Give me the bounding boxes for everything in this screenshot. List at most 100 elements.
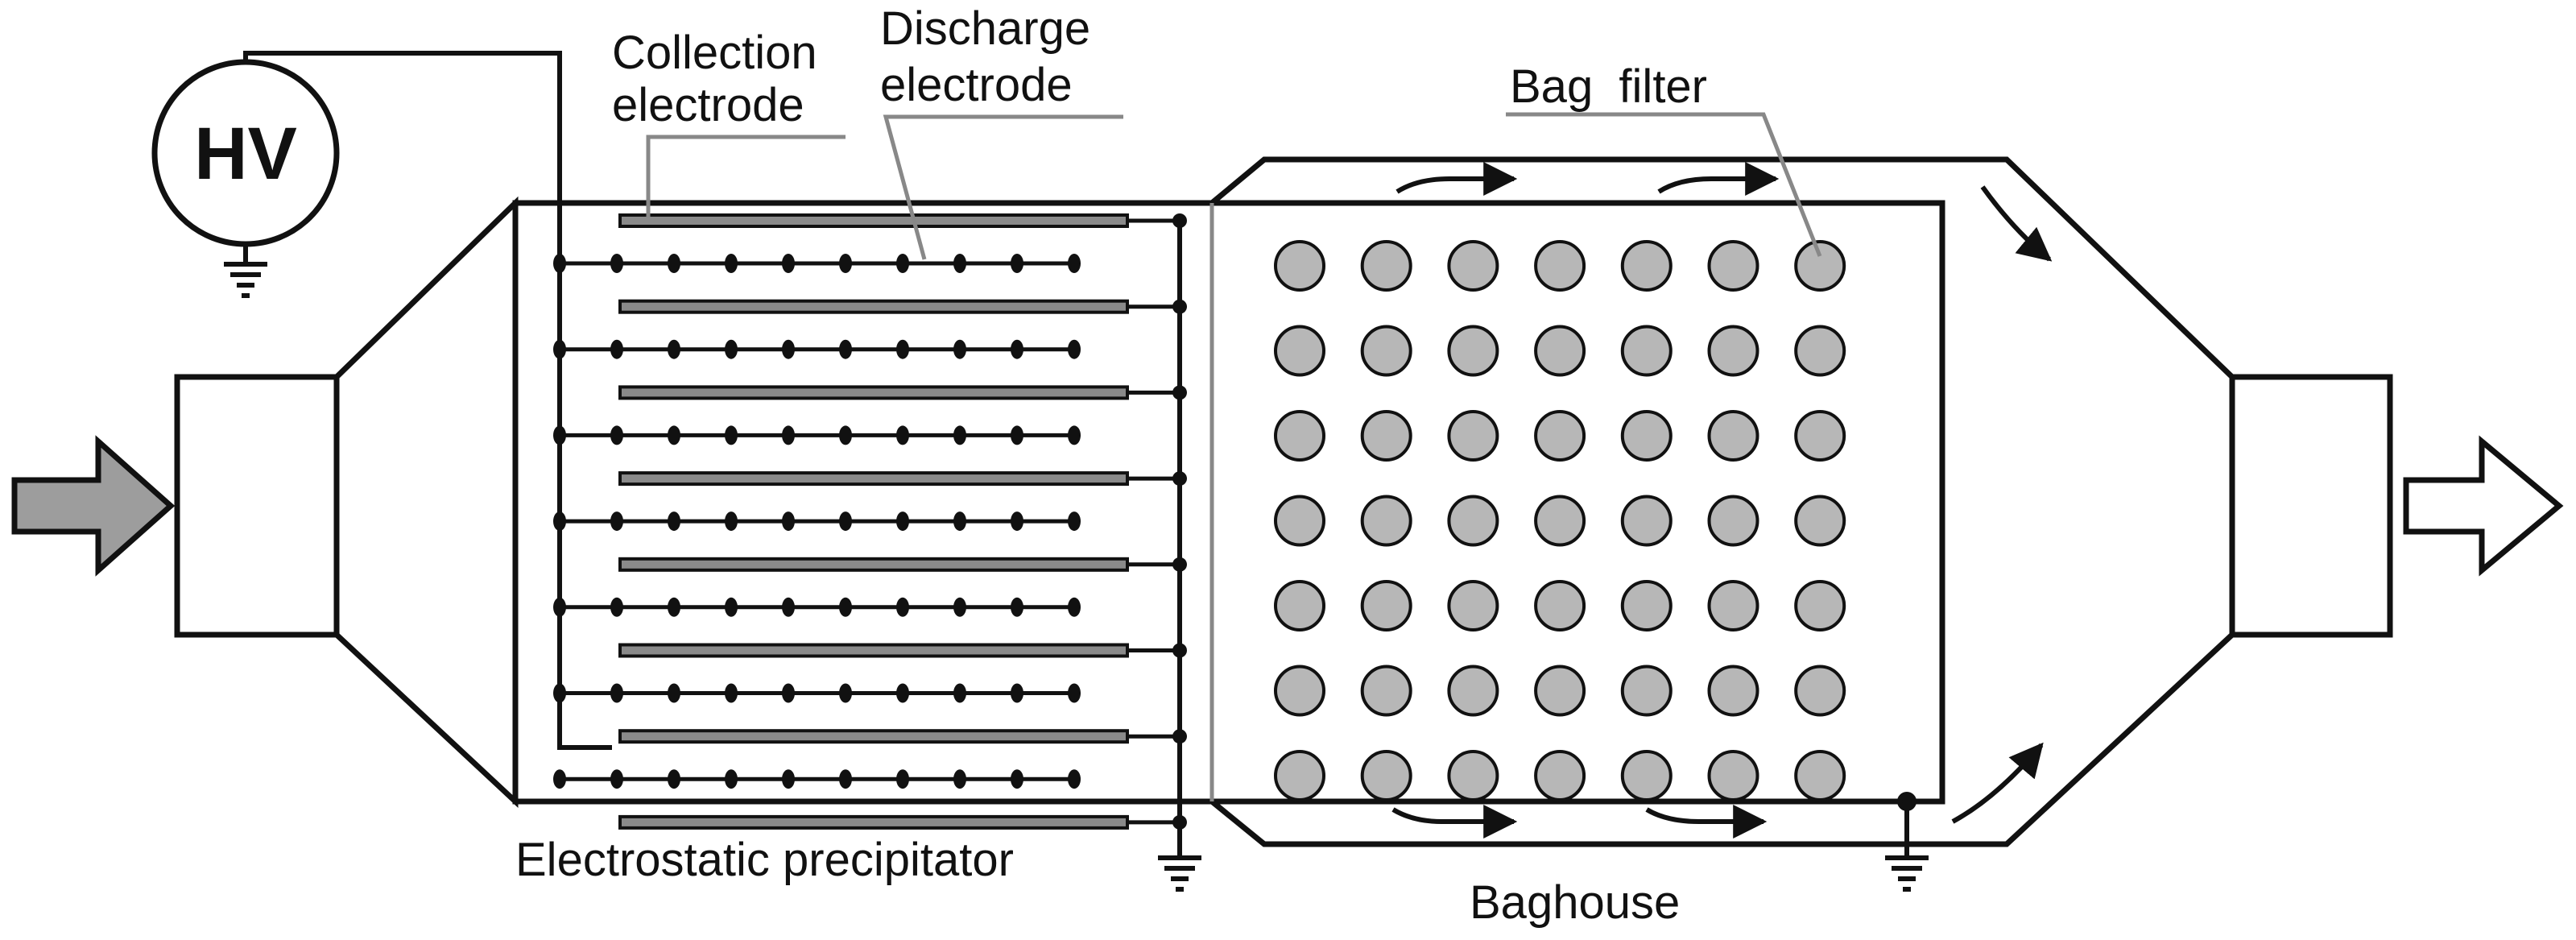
bag-filter-cylinder <box>1360 495 1412 547</box>
plate-bus-node <box>1172 213 1187 228</box>
discharge-electrode-label-2: electrode <box>880 59 1073 111</box>
discharge-bead <box>1068 425 1081 445</box>
bag-filter-cylinder <box>1447 240 1499 292</box>
bag-filter-cylinder <box>1620 240 1673 292</box>
hv-source: HV <box>151 51 612 750</box>
discharge-bead <box>896 683 909 703</box>
discharge-bead <box>725 425 738 445</box>
discharge-bead <box>896 769 909 789</box>
discharge-bead <box>1068 339 1081 359</box>
discharge-bead <box>896 511 909 532</box>
discharge-bead <box>1011 683 1023 703</box>
discharge-bead <box>896 425 909 445</box>
discharge-bead <box>896 597 909 617</box>
discharge-bead <box>725 339 738 359</box>
bag-filter-cylinder <box>1534 410 1586 462</box>
discharge-bead <box>725 769 738 789</box>
bag-filter-cylinder <box>1620 495 1673 547</box>
bag-filter-cylinder <box>1620 410 1673 462</box>
bag-filter-cylinder <box>1274 495 1325 547</box>
bag-filter-cylinder <box>1794 750 1846 801</box>
discharge-bead <box>953 769 966 789</box>
discharge-bead <box>1068 683 1081 703</box>
collection-plate <box>618 643 1129 658</box>
electrostatic-precipitator-section <box>553 213 1187 830</box>
discharge-bead <box>782 339 795 359</box>
discharge-bead <box>610 425 623 445</box>
bag-filter-cylinder <box>1360 665 1412 717</box>
bag-filter-cylinder <box>1707 410 1759 462</box>
label-leaders <box>646 112 1822 260</box>
inlet-taper <box>334 196 519 809</box>
bag-filter-cylinder <box>1447 750 1499 801</box>
bag-filter-cylinder <box>1620 325 1673 377</box>
discharge-bead <box>953 339 966 359</box>
esp-ground-icon <box>1158 855 1201 892</box>
bag-filter-cylinder <box>1707 580 1759 631</box>
discharge-bead <box>839 511 852 532</box>
discharge-bead <box>553 769 566 789</box>
bag-filter-cylinder <box>1360 580 1412 631</box>
discharge-bead <box>668 683 680 703</box>
collection-plate <box>618 471 1129 487</box>
discharge-bead <box>1011 425 1023 445</box>
discharge-bead <box>839 597 852 617</box>
discharge-bead <box>1011 511 1023 532</box>
baghouse-label: Baghouse <box>1470 876 1680 929</box>
hv-ground-icon <box>224 244 267 298</box>
flow-arrow-top-2 <box>1657 162 1780 196</box>
bag-filter-cylinder <box>1794 495 1846 547</box>
flow-arrow-bottom-2 <box>1645 805 1768 839</box>
bag-filter-grid <box>1274 240 1846 801</box>
outlet-arrow <box>2403 435 2564 577</box>
hv-lead-wire <box>243 51 612 750</box>
collection-plate <box>618 814 1129 830</box>
discharge-bead <box>1068 254 1081 273</box>
discharge-bead <box>668 769 680 789</box>
main-chamber <box>512 200 1945 805</box>
discharge-electrode-label-1: Discharge <box>880 2 1090 55</box>
bag-filter-cylinder <box>1534 665 1586 717</box>
discharge-bead <box>953 511 966 532</box>
collection-leader <box>646 135 846 217</box>
flow-arrow-bottom-1 <box>1391 805 1518 839</box>
bag-filter-cylinder <box>1794 410 1846 462</box>
bag-filter-cylinder <box>1707 495 1759 547</box>
bag-filter-cylinder <box>1794 580 1846 631</box>
flow-arrow-top-1 <box>1396 162 1518 196</box>
collection-electrode-label-1: Collection <box>612 27 817 79</box>
discharge-bead <box>953 597 966 617</box>
inlet-arrow <box>11 435 176 577</box>
housing <box>174 156 2393 847</box>
discharge-bead <box>610 683 623 703</box>
discharge-bead <box>839 425 852 445</box>
discharge-bead <box>725 511 738 532</box>
bag-filter-cylinder <box>1620 665 1673 717</box>
bag-filter-cylinder <box>1794 665 1846 717</box>
labels: Collection electrode Discharge electrode… <box>515 2 1707 929</box>
bag-filter-cylinder <box>1274 580 1325 631</box>
bag-filter-cylinder <box>1274 325 1325 377</box>
bag-filter-cylinder <box>1534 240 1586 292</box>
flow-arrow-top-right <box>1980 185 2053 262</box>
bag-filter-leader <box>1506 112 1822 257</box>
discharge-bead <box>782 597 795 617</box>
discharge-bead <box>610 769 623 789</box>
discharge-bead <box>668 339 680 359</box>
discharge-bead <box>725 597 738 617</box>
discharge-bead <box>668 511 680 532</box>
discharge-bead <box>782 425 795 445</box>
discharge-bead <box>953 683 966 703</box>
bag-filter-cylinder <box>1447 495 1499 547</box>
bag-filter-cylinder <box>1620 750 1673 801</box>
bag-filter-cylinder <box>1447 580 1499 631</box>
flow-arrow-bottom-right <box>1951 742 2044 824</box>
discharge-bead <box>1068 511 1081 532</box>
collection-plate <box>618 385 1129 400</box>
discharge-bead <box>668 425 680 445</box>
bag-filter-cylinder <box>1360 750 1412 801</box>
discharge-bead <box>839 683 852 703</box>
bag-filter-cylinder <box>1274 410 1325 462</box>
discharge-bead <box>782 683 795 703</box>
